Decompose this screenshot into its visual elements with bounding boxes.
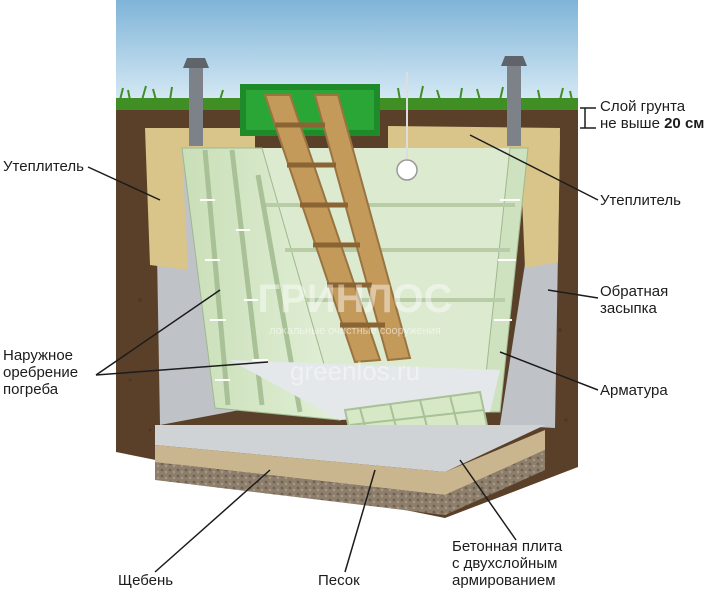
label-ribbing: Наружное оребрение погреба (3, 347, 78, 398)
label-soil-layer-line2: не выше 20 см (600, 115, 705, 132)
label-slab-line3: армированием (452, 572, 556, 589)
lamp-icon (396, 159, 418, 181)
label-backfill: Обратная засыпка (600, 283, 668, 317)
rebar-marks (200, 199, 520, 381)
concrete-slab (155, 425, 545, 472)
sand-layer (155, 430, 545, 495)
ladder (263, 94, 412, 364)
watermark-brand: ГРИНЛОС (257, 277, 452, 321)
callout-lines (87, 107, 599, 573)
vent-pipe-left (183, 58, 209, 146)
label-slab-line2: с двухслойным (452, 555, 558, 572)
label-ribbing-line2: оребрение (3, 364, 79, 381)
label-backfill-line2: засыпка (600, 300, 657, 317)
watermark-site: greenlos.ru (290, 356, 420, 386)
label-ribbing-line1: Наружное (3, 347, 74, 364)
watermark-tagline: локальные очистные сооружения (269, 325, 441, 337)
label-insulation-left: Утеплитель (3, 158, 84, 175)
insulation-top-right (388, 126, 560, 268)
label-soil-layer: Слой грунта не выше 20 см (600, 98, 704, 132)
label-sand: Песок (318, 572, 360, 589)
label-insulation-right: Утеплитель (600, 192, 681, 209)
label-soil-layer-value: 20 см (664, 115, 705, 132)
label-backfill-line1: Обратная (600, 283, 669, 300)
label-gravel: Щебень (118, 572, 174, 589)
cellar-right-wall (481, 147, 529, 413)
label-slab-line1: Бетонная плита (452, 538, 563, 555)
insulation-left (145, 128, 255, 270)
green-hatch (240, 84, 380, 136)
label-soil-layer-line1: Слой грунта (600, 98, 686, 115)
gravel-layer (155, 450, 545, 515)
label-rebar: Арматура (600, 382, 668, 399)
label-ribbing-line3: погреба (3, 381, 59, 398)
label-slab: Бетонная плита с двухслойным армирование… (452, 538, 562, 589)
vent-pipe-right (501, 56, 527, 146)
